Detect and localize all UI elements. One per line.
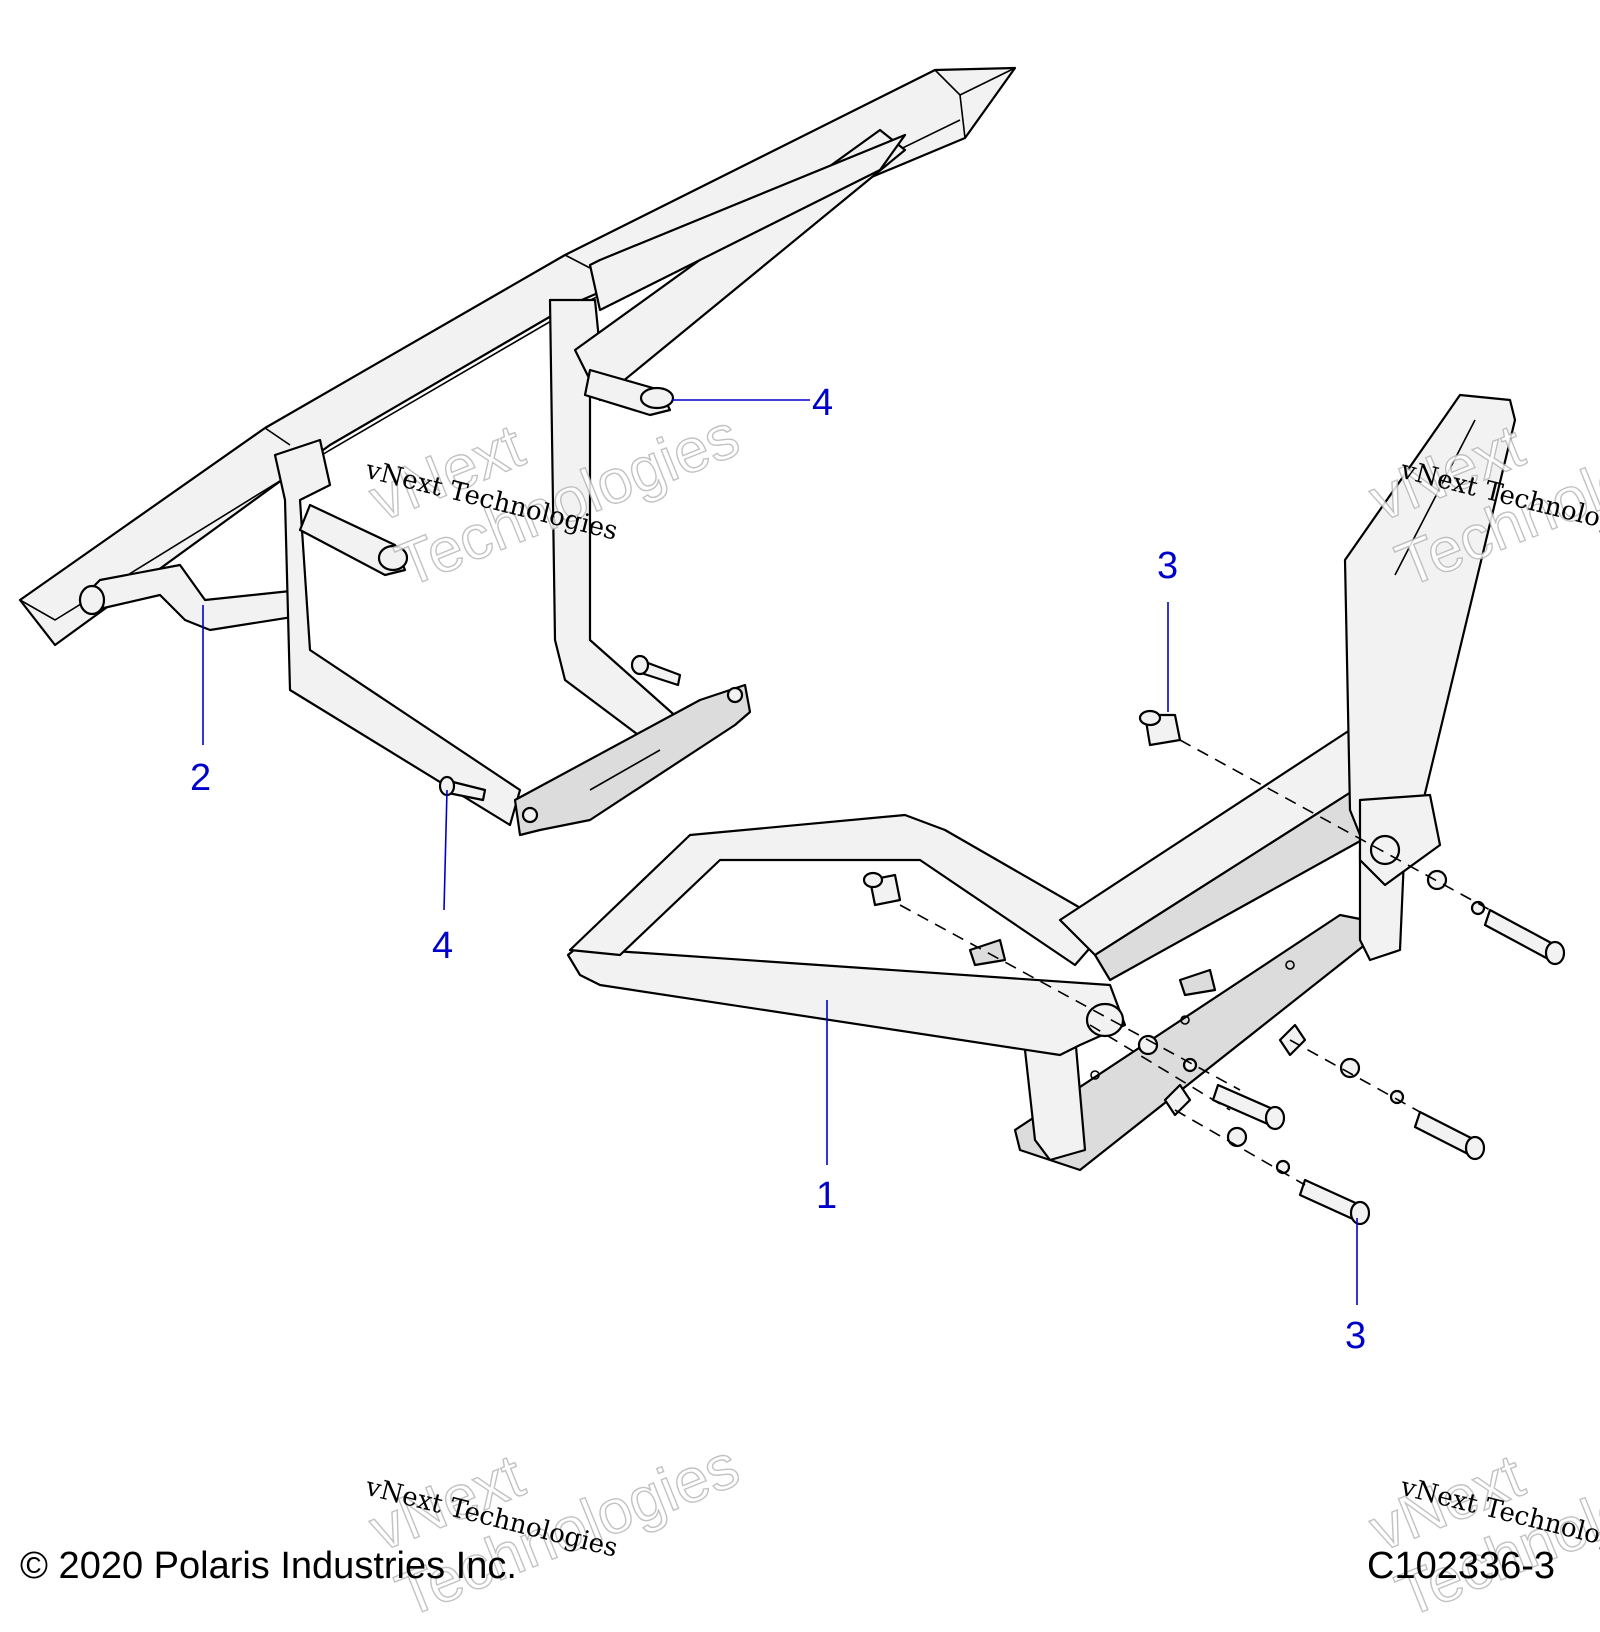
callout-1: 1 [816, 1175, 838, 1217]
figure-id: C102336-3 [1367, 1545, 1556, 1587]
callout-4-bottom: 4 [432, 925, 454, 967]
copyright-text: © 2020 Polaris Industries Inc. [20, 1545, 517, 1587]
callout-3-top: 3 [1157, 545, 1179, 587]
callout-3-bottom: 3 [1345, 1315, 1367, 1357]
callout-4-top: 4 [812, 382, 834, 424]
hardware-group [862, 709, 1566, 1226]
front-bumper-part-1 [566, 393, 1517, 1172]
leader-lines [202, 399, 1358, 1305]
callout-2: 2 [190, 757, 212, 799]
bumper-assembly-part-2 [18, 66, 1017, 837]
